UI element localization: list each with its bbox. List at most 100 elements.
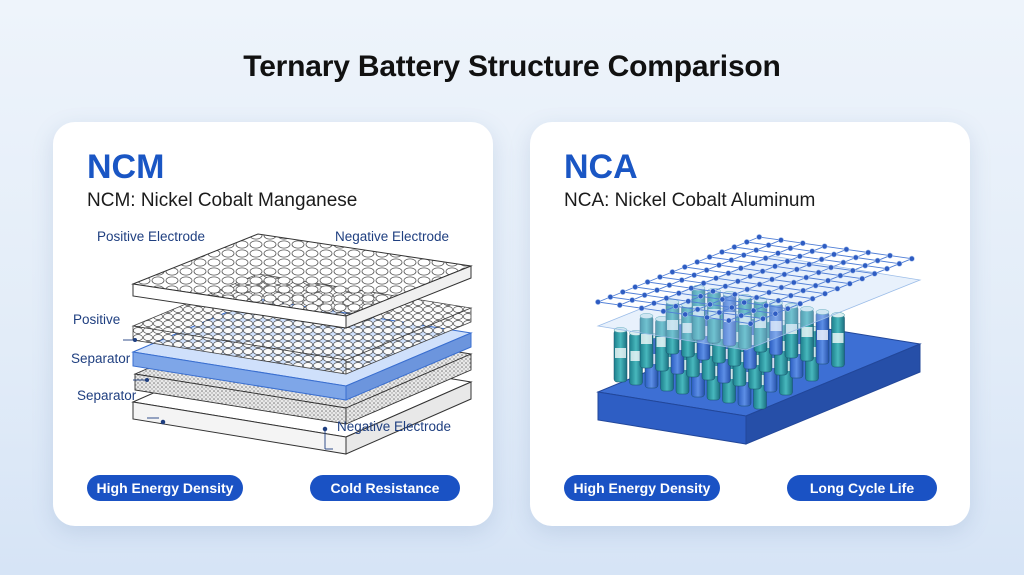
lattice-node — [703, 267, 710, 273]
lattice-bond — [663, 310, 686, 315]
lattice-node — [849, 267, 856, 274]
lattice-node — [704, 314, 710, 321]
lattice-node — [725, 317, 732, 324]
lattice-node — [607, 294, 614, 300]
ncm-top-plate — [131, 233, 473, 329]
ncm-label-separator-1: Separator — [71, 351, 131, 366]
lattice-bond — [759, 283, 782, 288]
lattice-bond — [746, 241, 769, 246]
lattice-node — [728, 304, 735, 311]
lattice-node — [716, 262, 722, 268]
lattice-node — [828, 264, 834, 271]
ncm-leader-lines — [123, 337, 333, 450]
lattice-bond — [743, 254, 766, 259]
lattice-node — [840, 259, 847, 266]
lattice-node — [651, 300, 657, 307]
lattice-node — [710, 288, 716, 295]
lattice-bond — [647, 281, 670, 286]
lattice-bond — [840, 275, 863, 280]
lattice-node — [778, 284, 785, 291]
lattice-bond — [750, 275, 773, 280]
lattice-bond — [777, 252, 800, 257]
lattice-bond — [741, 315, 764, 320]
lattice-node — [765, 242, 772, 248]
battery-cell — [613, 327, 628, 383]
lattice-node — [641, 292, 648, 298]
lattice-bond — [865, 265, 888, 270]
lattice-bond — [675, 305, 698, 310]
lattice-node — [669, 269, 676, 275]
lattice-node — [619, 289, 626, 295]
battery-cell — [665, 299, 680, 355]
lattice-node — [694, 259, 701, 265]
page-title: Ternary Battery Structure Comparison — [243, 50, 781, 83]
lattice-node — [834, 285, 841, 292]
lattice-bond — [821, 258, 844, 263]
lattice-bond — [781, 287, 804, 292]
lattice-bond — [818, 272, 841, 277]
ncm-label-positive: Positive — [73, 312, 121, 327]
lattice-node — [806, 261, 813, 268]
lattice-bond — [619, 304, 642, 309]
lattice-node — [756, 281, 763, 288]
lattice-bond — [796, 268, 819, 273]
lattice-node — [781, 271, 788, 278]
lattice-bond — [784, 273, 807, 278]
lattice-node — [756, 234, 763, 240]
lattice-node — [809, 248, 816, 255]
lattice-bond — [889, 255, 912, 260]
ncm-subtitle: NCM: Nickel Cobalt Manganese — [87, 190, 358, 211]
lattice-bond — [774, 265, 797, 270]
lattice-bond — [762, 270, 785, 275]
lattice-bond — [756, 249, 779, 254]
lattice-bond — [697, 261, 720, 266]
lattice-bond — [728, 320, 751, 325]
lattice-bond — [706, 317, 729, 322]
nca-badge-long-cycle-life: Long Cycle Life — [787, 475, 937, 501]
lattice-bond — [790, 247, 813, 252]
nca-lattice-grid — [595, 234, 915, 327]
lattice-node — [638, 305, 645, 312]
lattice-node — [719, 249, 725, 255]
lattice-node — [759, 268, 766, 275]
lattice-bond — [656, 289, 679, 294]
lattice-node — [629, 297, 636, 303]
lattice-bond — [700, 295, 723, 300]
lattice-node — [812, 282, 819, 289]
lattice-node — [843, 246, 850, 253]
lattice-bond — [802, 242, 825, 247]
lattice-node — [799, 240, 806, 247]
lattice-node — [700, 280, 707, 287]
lattice-bond — [691, 287, 714, 292]
battery-cell — [769, 300, 783, 356]
lattice-node — [678, 277, 685, 283]
ncm-badge-cold-resistance: Cold Resistance — [310, 475, 460, 501]
lattice-node — [694, 306, 701, 313]
lattice-bond — [780, 239, 803, 244]
lattice-bond — [737, 280, 760, 285]
lattice-bond — [765, 257, 788, 262]
lattice-bond — [744, 302, 767, 307]
lattice-node — [762, 255, 769, 262]
lattice-bond — [712, 290, 735, 295]
lattice-node — [663, 295, 670, 302]
lattice-node — [772, 310, 779, 317]
lattice-node — [713, 275, 719, 282]
lattice-node — [675, 290, 682, 297]
lattice-bond — [790, 295, 813, 300]
lattice-bond — [768, 292, 791, 297]
battery-cell — [800, 306, 814, 362]
lattice-node — [738, 312, 745, 319]
lattice-bond — [877, 260, 900, 265]
lattice-bond — [827, 280, 850, 285]
ncm-card: NCM NCM: Nickel Cobalt Manganese — [53, 122, 493, 526]
lattice-bond — [678, 292, 701, 297]
lattice-node — [887, 252, 893, 259]
lattice-bond — [843, 262, 866, 267]
lattice-bond — [740, 267, 763, 272]
lattice-node — [790, 279, 797, 286]
lattice-node — [800, 287, 807, 294]
lattice-node — [825, 277, 831, 284]
lattice-bond — [830, 267, 853, 272]
lattice-bond — [641, 307, 664, 312]
